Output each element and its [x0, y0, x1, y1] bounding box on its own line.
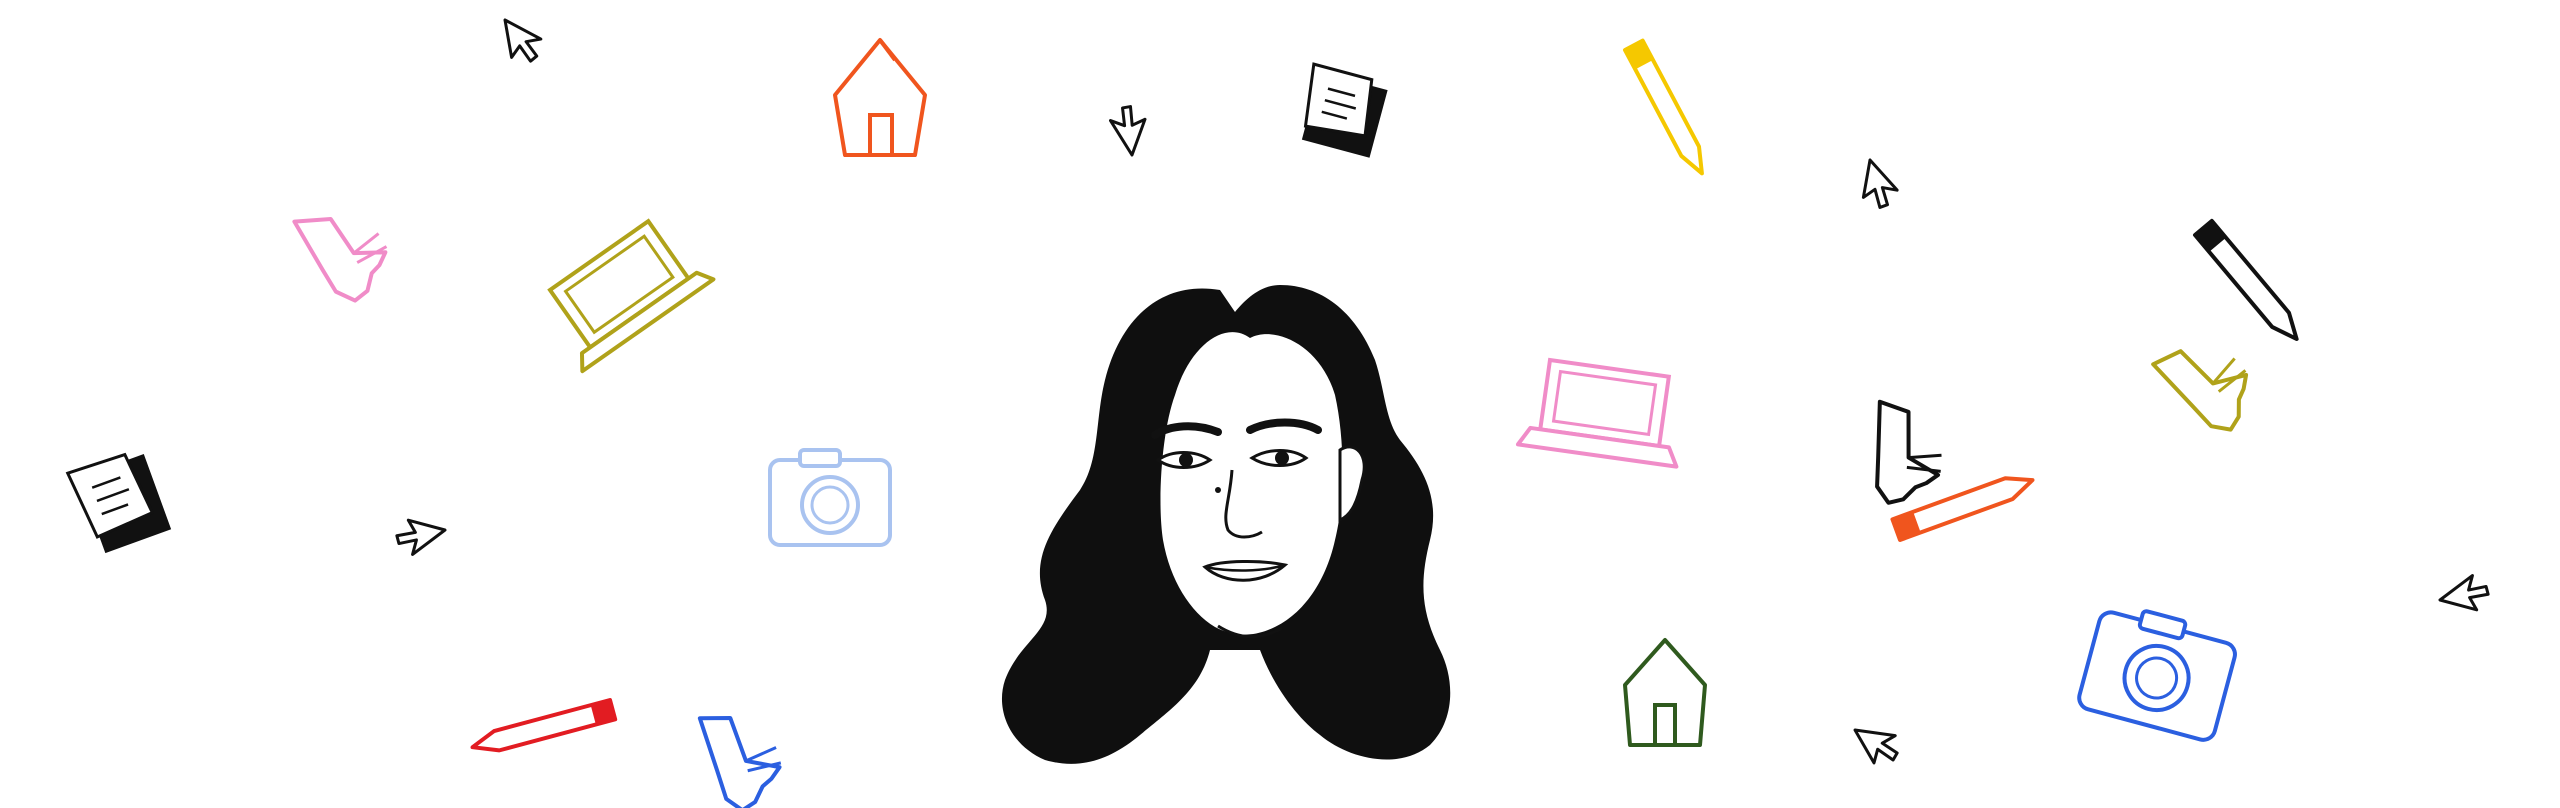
cursor-arrow-icon	[395, 518, 447, 556]
house-icon	[1623, 638, 1707, 747]
cursor-arrow-icon	[2438, 574, 2490, 612]
portrait-illustration	[1001, 285, 1451, 764]
cursor-arrow-icon	[1108, 105, 1147, 157]
cursor-arrow-icon	[1861, 158, 1899, 209]
sticky-note-icon	[1301, 62, 1388, 158]
hand-icon	[697, 715, 782, 808]
laptop-icon	[1515, 357, 1679, 469]
house-icon	[833, 38, 927, 157]
left-eyebrow	[1151, 422, 1222, 439]
camera-icon	[768, 448, 892, 547]
right-eyebrow	[1246, 418, 1322, 434]
camera-icon	[2077, 609, 2237, 742]
sticky-note-icon	[65, 452, 172, 554]
hand-icon	[292, 217, 388, 303]
hand-icon	[2151, 349, 2249, 432]
pencil-icon	[470, 698, 618, 753]
laptop-icon	[547, 218, 716, 374]
face-shape	[1160, 332, 1343, 635]
cursor-arrow-icon	[1853, 728, 1899, 765]
pencil-icon	[1623, 38, 1704, 176]
ear-shape	[1338, 445, 1366, 523]
cursor-arrow-icon	[503, 18, 543, 63]
pencil-icon	[1890, 476, 2035, 542]
pencil-icon	[2193, 218, 2299, 342]
nose	[1224, 469, 1263, 539]
hand-icon	[1875, 399, 1942, 505]
